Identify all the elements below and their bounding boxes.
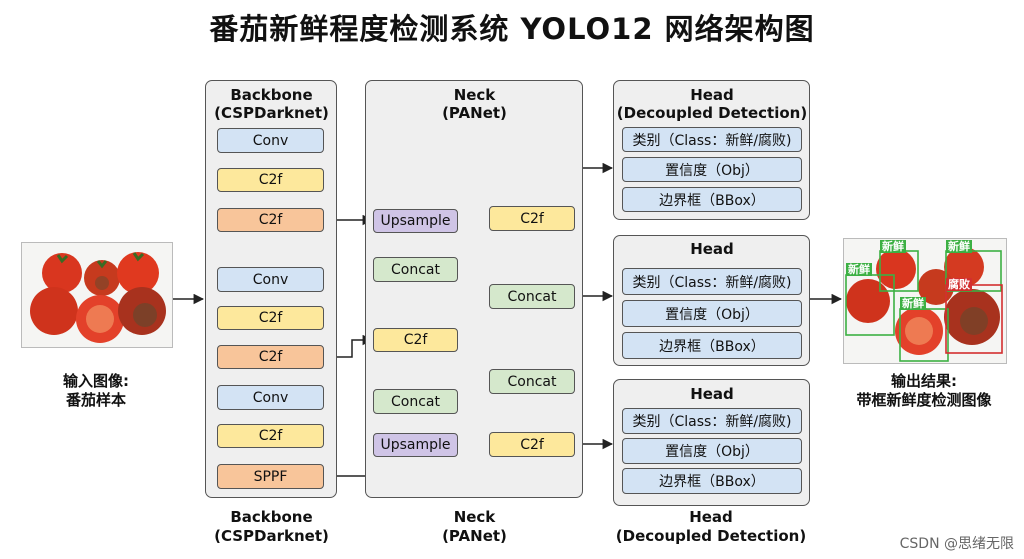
neck-block-c2f: C2f — [489, 206, 575, 231]
head-1-title: Head (Decoupled Detection) — [613, 86, 811, 122]
neck-title: Neck (PANet) — [365, 86, 584, 122]
backbone-block-c2f: C2f — [217, 424, 324, 448]
input-caption: 输入图像: 番茄样本 — [16, 372, 176, 410]
head-3-class-row: 类别（Class：新鲜/腐败) — [622, 408, 802, 434]
backbone-block-conv: Conv — [217, 385, 324, 410]
input-image — [21, 242, 173, 348]
head-1-title-line2: (Decoupled Detection) — [616, 104, 808, 122]
head-3-obj-row: 置信度（Obj） — [622, 438, 802, 464]
neck-block-concat: Concat — [373, 389, 458, 414]
backbone-caption: Backbone (CSPDarknet) — [205, 508, 338, 546]
output-caption-line2: 带框新鲜度检测图像 — [856, 391, 992, 409]
backbone-block-c2f-out: C2f — [217, 208, 324, 232]
neck-block-concat: Concat — [489, 284, 575, 309]
input-caption-line2: 番茄样本 — [65, 391, 126, 409]
neck-block-upsample: Upsample — [373, 209, 458, 233]
backbone-block-conv: Conv — [217, 267, 324, 292]
head-1-class-row: 类别（Class：新鲜/腐败) — [622, 127, 802, 152]
neck-block-upsample: Upsample — [373, 433, 458, 457]
backbone-block-conv: Conv — [217, 128, 324, 153]
backbone-title-line2: (CSPDarknet) — [214, 104, 329, 122]
detection-label-fresh: 新鲜 — [880, 240, 906, 253]
head-caption-line1: Head — [689, 508, 733, 526]
tomato-sample-image — [22, 243, 172, 347]
backbone-block-c2f: C2f — [217, 306, 324, 330]
output-caption-line1: 输出结果: — [891, 372, 957, 390]
head-caption-line2: (Decoupled Detection) — [615, 527, 807, 545]
detection-label-rotten: 腐败 — [946, 278, 972, 291]
output-image: 新鲜 新鲜 新鲜 腐败 新鲜 — [843, 238, 1007, 364]
input-caption-line1: 输入图像: — [63, 372, 129, 390]
head-2-bbox-row: 边界框（BBox） — [622, 332, 802, 359]
head-1-bbox-row: 边界框（BBox） — [622, 187, 802, 212]
neck-caption-line1: Neck — [453, 508, 496, 526]
diagram-title: 番茄新鲜程度检测系统 YOLO12 网络架构图 — [209, 12, 815, 46]
head-2-obj-row: 置信度（Obj） — [622, 300, 802, 327]
neck-caption-line2: (PANet) — [442, 527, 507, 545]
neck-block-concat: Concat — [373, 257, 458, 282]
head-3-bbox-row: 边界框（BBox） — [622, 468, 802, 494]
backbone-block-sppf: SPPF — [217, 464, 324, 489]
head-2-title: Head — [690, 240, 734, 258]
backbone-caption-line2: (CSPDarknet) — [214, 527, 329, 545]
neck-caption: Neck (PANet) — [365, 508, 584, 546]
neck-block-c2f: C2f — [373, 328, 458, 352]
neck-title-line1: Neck — [453, 86, 496, 104]
head-caption: Head (Decoupled Detection) — [606, 508, 816, 546]
head-1-title-line1: Head — [690, 86, 734, 104]
output-caption: 输出结果: 带框新鲜度检测图像 — [834, 372, 1014, 410]
detection-label-fresh: 新鲜 — [900, 297, 926, 310]
backbone-title: Backbone (CSPDarknet) — [205, 86, 338, 122]
head-1-obj-row: 置信度（Obj） — [622, 157, 802, 182]
backbone-title-line1: Backbone — [230, 86, 313, 104]
head-2-class-row: 类别（Class：新鲜/腐败) — [622, 268, 802, 295]
backbone-caption-line1: Backbone — [230, 508, 313, 526]
backbone-block-c2f-out: C2f — [217, 345, 324, 369]
neck-block-concat: Concat — [489, 369, 575, 394]
watermark: CSDN @思绪无限 — [899, 536, 1014, 552]
head-3-title: Head — [690, 385, 734, 403]
detection-label-fresh: 新鲜 — [846, 263, 872, 276]
backbone-block-c2f: C2f — [217, 168, 324, 192]
neck-title-line2: (PANet) — [442, 104, 507, 122]
detection-label-fresh: 新鲜 — [946, 240, 972, 253]
neck-block-c2f: C2f — [489, 432, 575, 457]
